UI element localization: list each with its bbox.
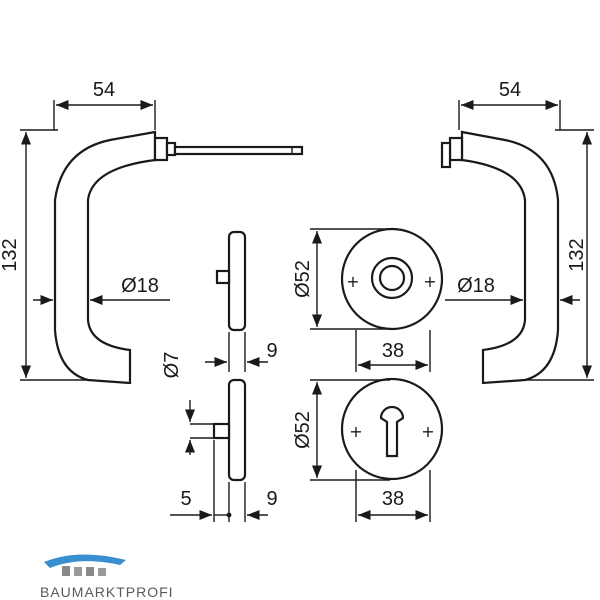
svg-text:+: +: [349, 422, 362, 441]
right-height-label: 132: [566, 238, 588, 271]
left-height-dimension: 132: [0, 129, 88, 381]
round-rose-width-label: 38: [382, 340, 404, 362]
svg-text:+: +: [423, 272, 436, 291]
right-width-label: 54: [499, 79, 521, 101]
cylinder-rose-diameter-label: Ø52: [292, 411, 314, 449]
cylinder-rose-front-view: + + Ø52 38: [292, 377, 444, 522]
right-height-dimension: 132: [525, 129, 594, 381]
logo-text: BAUMARKTPROFI: [40, 584, 174, 600]
right-diameter-label: Ø18: [457, 275, 495, 297]
upper-rose-side-view: 9: [205, 230, 278, 372]
left-diameter-dimension: Ø18: [33, 275, 170, 306]
right-width-dimension: 54: [458, 79, 561, 130]
lower-rose-side-view: Ø7 5 9: [161, 352, 278, 522]
upper-rose-thickness-label: 9: [266, 340, 277, 362]
left-width-dimension: 54: [53, 79, 156, 130]
svg-text:+: +: [421, 422, 434, 441]
svg-text:+: +: [346, 272, 359, 291]
left-height-label: 132: [0, 238, 21, 271]
right-lever-handle: [440, 130, 560, 385]
left-width-label: 54: [93, 79, 115, 101]
pin-length-label: 5: [180, 488, 191, 510]
round-rose-front-view: + + Ø52 38: [292, 227, 444, 372]
logo-roof-icon: [44, 554, 126, 568]
lower-rose-thickness-label: 9: [266, 488, 277, 510]
baumarktprofi-logo: BAUMARKTPROFI: [40, 554, 174, 600]
pin-diameter-label: Ø7: [161, 352, 183, 379]
right-diameter-dimension: Ø18: [445, 275, 580, 306]
left-diameter-label: Ø18: [121, 275, 159, 297]
cylinder-rose-width-label: 38: [382, 488, 404, 510]
round-rose-diameter-label: Ø52: [292, 260, 314, 298]
left-lever-handle: [53, 130, 304, 385]
